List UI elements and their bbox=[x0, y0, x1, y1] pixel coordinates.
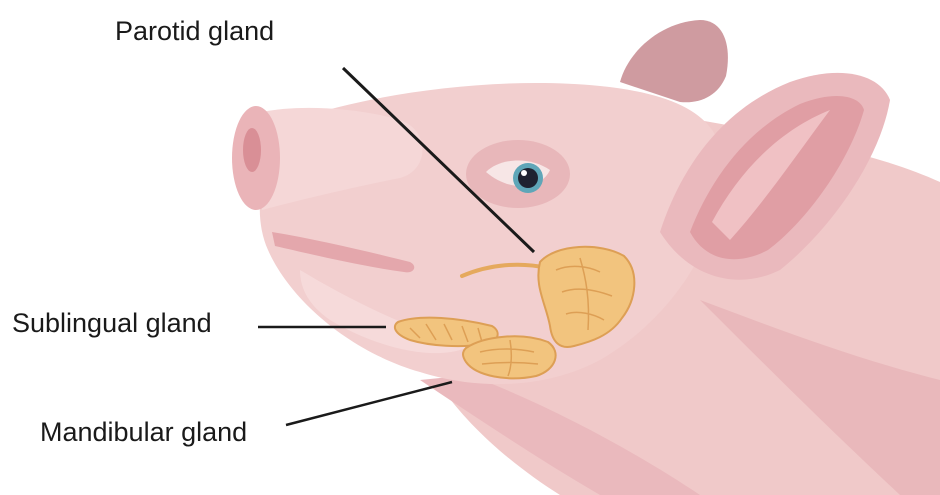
eye-highlight bbox=[521, 170, 527, 176]
mandibular-gland-label: Mandibular gland bbox=[40, 419, 247, 446]
parotid-gland-label: Parotid gland bbox=[115, 18, 274, 45]
nostril-icon bbox=[243, 128, 261, 172]
far-ear bbox=[620, 20, 728, 102]
sublingual-gland-label: Sublingual gland bbox=[12, 310, 212, 337]
pupil bbox=[518, 168, 538, 188]
mandibular-leader-line bbox=[286, 382, 452, 425]
